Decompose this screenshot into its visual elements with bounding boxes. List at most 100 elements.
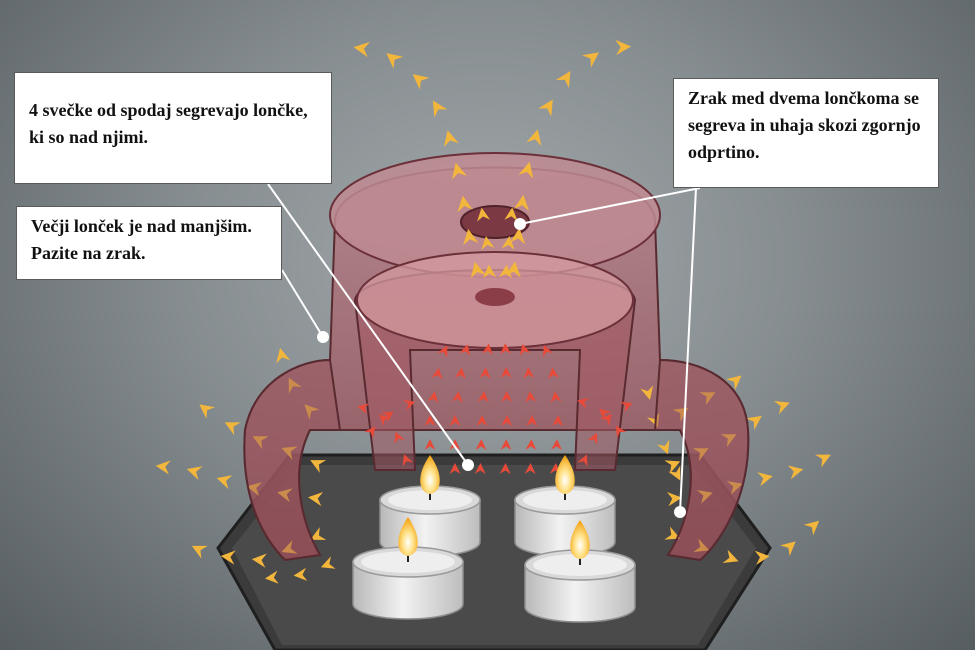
- air-flow-arrow-icon: [581, 52, 599, 68]
- air-flow-arrow-icon: [499, 463, 511, 475]
- air-flow-arrow-icon: [402, 454, 414, 467]
- callout-air-between: Zrak med dvema lončkoma se segreva in uh…: [673, 78, 939, 188]
- air-flow-arrow-icon: [513, 194, 530, 211]
- air-flow-arrow-icon: [726, 480, 743, 495]
- air-flow-arrow-icon: [477, 207, 491, 222]
- callout-nested-pots: Večji lonček je nad manjšim. Pazite na z…: [16, 206, 282, 280]
- air-flow-arrow-icon: [443, 130, 459, 148]
- air-flow-arrow-icon: [191, 545, 208, 559]
- air-flow-arrow-icon: [620, 401, 633, 413]
- air-flow-arrow-icon: [220, 550, 236, 565]
- air-flow-arrow-icon: [264, 570, 279, 584]
- air-flow-arrow-icon: [281, 446, 298, 460]
- air-flow-arrow-icon: [754, 550, 770, 565]
- callout-candles: 4 svečke od spodaj segrevajo lončke, ki …: [14, 72, 332, 184]
- air-flow-arrow-icon: [246, 482, 263, 497]
- air-flow-arrow-icon: [288, 377, 302, 394]
- air-flow-arrow-icon: [424, 439, 436, 450]
- air-flow-arrow-icon: [693, 538, 710, 553]
- air-flow-arrow-icon: [523, 367, 535, 379]
- air-flow-arrow-icon: [412, 74, 430, 90]
- leader-dot-nested: [317, 331, 329, 343]
- air-flow-arrow-icon: [310, 527, 327, 540]
- flame-icon: [420, 455, 440, 494]
- air-flow-arrow-icon: [252, 436, 269, 450]
- air-flow-arrow-icon: [501, 236, 515, 250]
- air-flow-arrow-icon: [501, 415, 513, 427]
- air-flow-arrow-icon: [787, 465, 804, 480]
- air-flow-arrow-icon: [449, 415, 461, 426]
- air-flow-arrow-icon: [308, 491, 324, 507]
- air-flow-arrow-icon: [424, 415, 436, 426]
- air-flow-arrow-icon: [519, 343, 531, 356]
- air-flow-arrow-icon: [481, 343, 493, 355]
- air-flow-arrow-icon: [457, 195, 473, 213]
- air-flow-arrow-icon: [504, 207, 518, 222]
- small-pot: [353, 251, 637, 471]
- air-flow-arrow-icon: [459, 344, 471, 357]
- candles: [352, 455, 636, 623]
- air-flow-arrow-icon: [640, 385, 654, 400]
- air-flow-arrow-icon: [538, 99, 553, 117]
- air-flow-arrow-icon: [664, 526, 681, 540]
- air-flow-arrow-icon: [476, 415, 488, 427]
- air-flow-arrow-icon: [432, 100, 448, 118]
- air-flow-arrow-icon: [304, 404, 320, 420]
- air-flow-arrow-icon: [394, 431, 405, 444]
- air-flow-arrow-icon: [320, 556, 336, 569]
- air-flow-arrow-icon: [477, 391, 489, 403]
- hot-air-arrows: [357, 343, 633, 475]
- air-flow-arrow-icon: [551, 439, 562, 451]
- air-flow-arrow-icon: [500, 439, 512, 451]
- large-pot-front: [243, 358, 750, 562]
- air-flow-arrow-icon: [509, 228, 526, 245]
- air-flow-arrow-icon: [668, 465, 681, 481]
- air-flow-arrow-icon: [615, 425, 627, 438]
- air-flow-arrow-icon: [501, 391, 513, 403]
- air-flow-arrow-icon: [483, 264, 497, 279]
- air-flow-arrow-icon: [696, 489, 713, 504]
- air-flow-arrow-icon: [470, 261, 486, 279]
- air-flow-arrow-icon: [577, 454, 588, 467]
- air-flow-arrow-icon: [463, 228, 479, 246]
- air-flow-arrow-icon: [518, 161, 534, 179]
- air-flow-arrow-icon: [474, 463, 486, 475]
- air-flow-arrow-icon: [600, 413, 612, 426]
- air-flow-arrow-icon: [803, 520, 820, 536]
- air-flow-arrow-icon: [722, 549, 739, 563]
- air-flow-arrow-icon: [155, 460, 171, 475]
- air-flow-arrow-icon: [479, 367, 491, 379]
- air-flow-arrow-icon: [386, 53, 404, 69]
- air-flow-arrow-icon: [499, 264, 513, 279]
- leader-dot-air: [514, 218, 526, 230]
- air-flow-arrow-icon: [526, 129, 542, 147]
- air-flow-arrow-icon: [276, 347, 291, 364]
- air-flow-arrow-icon: [577, 397, 590, 409]
- air-flow-arrow-icon: [745, 415, 762, 431]
- air-flow-arrow-icon: [454, 367, 466, 380]
- air-flow-arrow-icon: [451, 162, 467, 180]
- air-flow-arrow-icon: [599, 408, 612, 421]
- air-flow-arrow-icon: [353, 41, 370, 58]
- air-flow-arrow-icon: [550, 391, 562, 403]
- leader-lines: [267, 183, 701, 518]
- air-flow-arrow-icon: [310, 460, 327, 473]
- air-flow-arrow-icon: [526, 415, 538, 427]
- air-flow-arrow-icon: [664, 460, 681, 474]
- flame-icon: [555, 455, 575, 494]
- candle-icon: [524, 520, 636, 623]
- air-flow-arrow-icon: [699, 392, 716, 406]
- air-flow-arrow-icon: [547, 367, 559, 379]
- air-flow-arrow-icon: [525, 391, 537, 403]
- air-flow-arrow-icon: [449, 463, 461, 474]
- air-flow-arrow-icon: [720, 434, 737, 447]
- air-flow-arrow-icon: [364, 426, 376, 439]
- air-flow-arrow-icon: [199, 404, 216, 419]
- air-flow-arrow-icon: [757, 472, 773, 487]
- air-flow-arrow-icon: [587, 432, 598, 445]
- warm-air-arrows: [155, 39, 831, 584]
- air-flow-arrow-icon: [500, 367, 512, 379]
- air-flow-arrow-icon: [524, 463, 536, 475]
- air-flow-arrow-icon: [281, 540, 298, 554]
- air-flow-arrow-icon: [451, 391, 463, 403]
